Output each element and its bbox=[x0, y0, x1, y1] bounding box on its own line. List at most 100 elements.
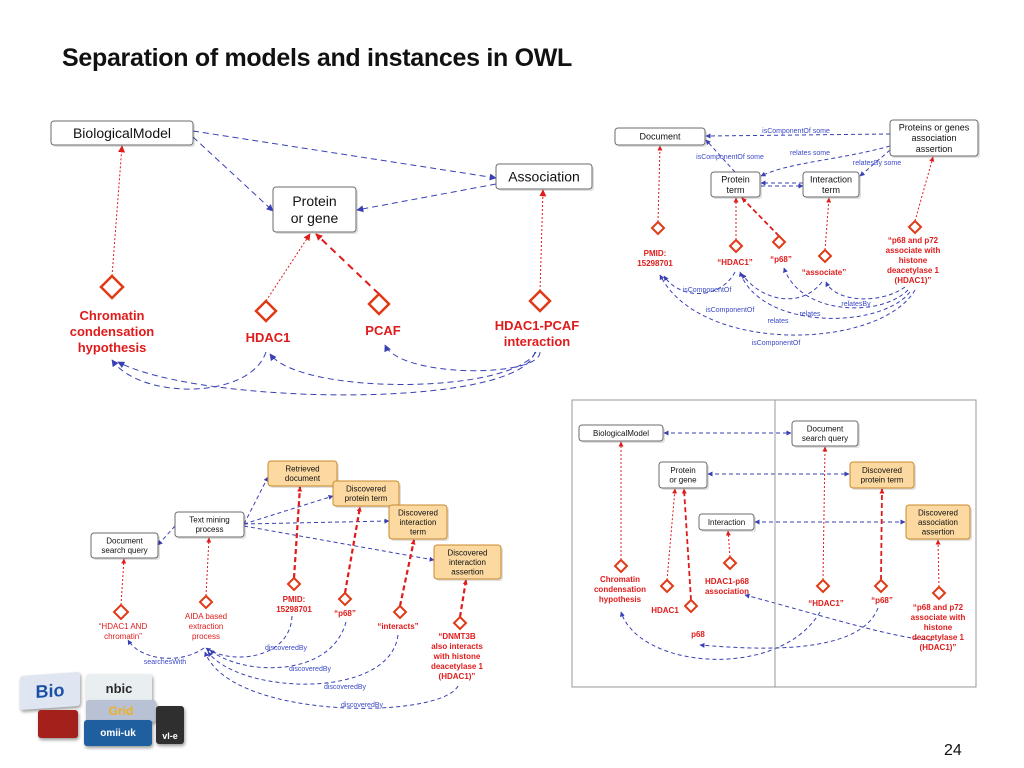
br-doc-search-class-label-line: Document bbox=[807, 425, 844, 434]
br-hdac1-instance-line: HDAC1 bbox=[651, 606, 679, 615]
edge-br-assertion-type bbox=[935, 539, 941, 588]
edge-br-hdac1-type bbox=[666, 488, 678, 581]
edge-association-to-protein bbox=[356, 183, 497, 213]
label-relatesby-some-line: relatesBy some bbox=[853, 160, 901, 167]
proteins-assoc-class-label-line: Proteins or genes bbox=[899, 122, 970, 132]
bl-aida-instance-line: AIDA based bbox=[185, 612, 227, 621]
br-p68q-instance: “p68” bbox=[871, 596, 893, 605]
label-iscomponentof-2-line: isComponentOf bbox=[706, 307, 755, 314]
edge-br-hdac1q-chromatin bbox=[620, 611, 821, 660]
br-assertion-instance-line: deacetylase 1 bbox=[912, 633, 965, 642]
br-interaction-class-label: Interaction bbox=[708, 518, 745, 527]
edge-tm-docquery bbox=[157, 525, 176, 546]
br-hdac1-diamond bbox=[659, 578, 675, 594]
label-relates-1-line: relates bbox=[799, 311, 821, 318]
tr-pmid-instance-line: 15298701 bbox=[637, 259, 673, 268]
edge-bm-to-protein bbox=[192, 136, 274, 212]
retrieved-document-class-label-line: document bbox=[285, 474, 321, 483]
bl-query-instance-line: chromatin” bbox=[104, 632, 142, 641]
pcaf-instance: PCAF bbox=[365, 323, 400, 338]
interaction-term-class-label-line: Interaction bbox=[810, 174, 852, 184]
edge-tr-assertion-hdac1 bbox=[739, 271, 911, 319]
edge-bl-interacts-type bbox=[398, 539, 416, 607]
br-p68-instance-line: p68 bbox=[691, 630, 705, 639]
br-doc-search-class-label-line: search query bbox=[802, 434, 848, 443]
text-mining-process-class-label-line: process bbox=[195, 525, 223, 534]
page-number: 24 bbox=[944, 742, 962, 759]
br-protein-or-gene-class-label-line: or gene bbox=[669, 476, 697, 485]
label-iscomponentof-3-line: isComponentOf bbox=[752, 340, 801, 347]
doc-search-query-class-bl-label-line: Document bbox=[106, 537, 143, 546]
edge-interaction-to-pcaf bbox=[384, 344, 541, 372]
disc-interaction-term-class-label-line: Discovered bbox=[398, 508, 438, 517]
edge-bl-dnmt-type bbox=[458, 579, 468, 618]
br-disc-assertion-class-label-line: assertion bbox=[922, 527, 954, 536]
proteins-assoc-class-label-line: association bbox=[911, 133, 956, 143]
bl-query-instance-line: “HDAC1 AND bbox=[99, 622, 148, 631]
label-relates-1: relates bbox=[799, 311, 821, 318]
protein-term-class bbox=[710, 171, 761, 198]
edge-bl-pmid-aida bbox=[205, 615, 293, 658]
edge-bl-pmid-type bbox=[292, 486, 303, 579]
br-biological-model-class-label-line: BiologicalModel bbox=[593, 429, 649, 438]
bl-dnmt-instance-line: with histone bbox=[433, 652, 481, 661]
edge-tr-hdac1-pmid bbox=[663, 271, 736, 294]
edge-chromatin-type bbox=[111, 145, 126, 277]
bl-dnmt-instance-line: deacetylase 1 bbox=[431, 662, 484, 671]
br-interaction-class-label-line: Interaction bbox=[708, 518, 745, 527]
br-disc-protein-class-label-line: Discovered bbox=[862, 466, 902, 475]
document-class-tr-label: Document bbox=[639, 132, 681, 142]
label-relatesby-line: relatesBy bbox=[841, 301, 871, 308]
br-hdac1q-instance-line: “HDAC1” bbox=[808, 599, 844, 608]
tr-associate-instance-line: “associate” bbox=[802, 268, 846, 277]
label-searcheswith-line: searchesWith bbox=[144, 659, 187, 666]
slide-title: Separation of models and instances in OW… bbox=[62, 44, 573, 72]
text-mining-process-class bbox=[174, 511, 245, 538]
grid-logo-text: Grid bbox=[108, 704, 134, 718]
red-logo bbox=[38, 710, 78, 738]
label-iscomponentof-1: isComponentOf bbox=[683, 287, 732, 294]
tr-p68-diamond bbox=[771, 234, 787, 250]
project-logos: Bio nbic Grid omii-uk vl-e bbox=[14, 671, 186, 748]
edge-tr-assertion-associate bbox=[825, 281, 906, 300]
disc-protein-term-class-label-line: Discovered bbox=[346, 485, 386, 494]
tr-assertion-diamond bbox=[907, 219, 923, 235]
label-discoveredby-3-line: discoveredBy bbox=[324, 684, 367, 691]
pcaf-instance-line: PCAF bbox=[365, 323, 400, 338]
bio-logo: Bio bbox=[20, 671, 80, 711]
bio-logo-text: Bio bbox=[35, 679, 65, 702]
edge-br-p68q-type bbox=[879, 488, 885, 581]
edge-tr-associate-type bbox=[824, 197, 832, 251]
omii-logo-text: omii-uk bbox=[100, 727, 136, 739]
br-assertion-instance-line: “p68 and p72 bbox=[913, 603, 964, 612]
disc-interaction-assertion-class-label-line: interaction bbox=[449, 558, 486, 567]
br-disc-assertion-class-label-line: association bbox=[918, 518, 958, 527]
disc-interaction-term-class-label-line: interaction bbox=[400, 518, 437, 527]
association-class-label-line: Association bbox=[508, 169, 580, 185]
label-relatesby-some: relatesBy some bbox=[853, 160, 901, 167]
edge-pcaf-type bbox=[315, 233, 380, 295]
label-discoveredby-3: discoveredBy bbox=[324, 684, 367, 691]
bl-pmid-instance-line: 15298701 bbox=[276, 605, 312, 614]
edge-tm-protein bbox=[243, 494, 334, 525]
edge-br-hdac1q-type bbox=[822, 446, 828, 581]
bl-p68-instance-line: “p68” bbox=[334, 609, 356, 618]
label-discoveredby-4: discoveredBy bbox=[341, 702, 384, 709]
vle-logo-text: vl-e bbox=[162, 731, 178, 741]
tr-p68-instance-line: “p68” bbox=[770, 255, 792, 264]
br-hdac1p68-instance-line: association bbox=[705, 587, 749, 596]
label-discoveredby-2-line: discoveredBy bbox=[289, 666, 332, 673]
br-disc-protein-class bbox=[849, 461, 915, 489]
interaction-term-class bbox=[802, 171, 860, 198]
